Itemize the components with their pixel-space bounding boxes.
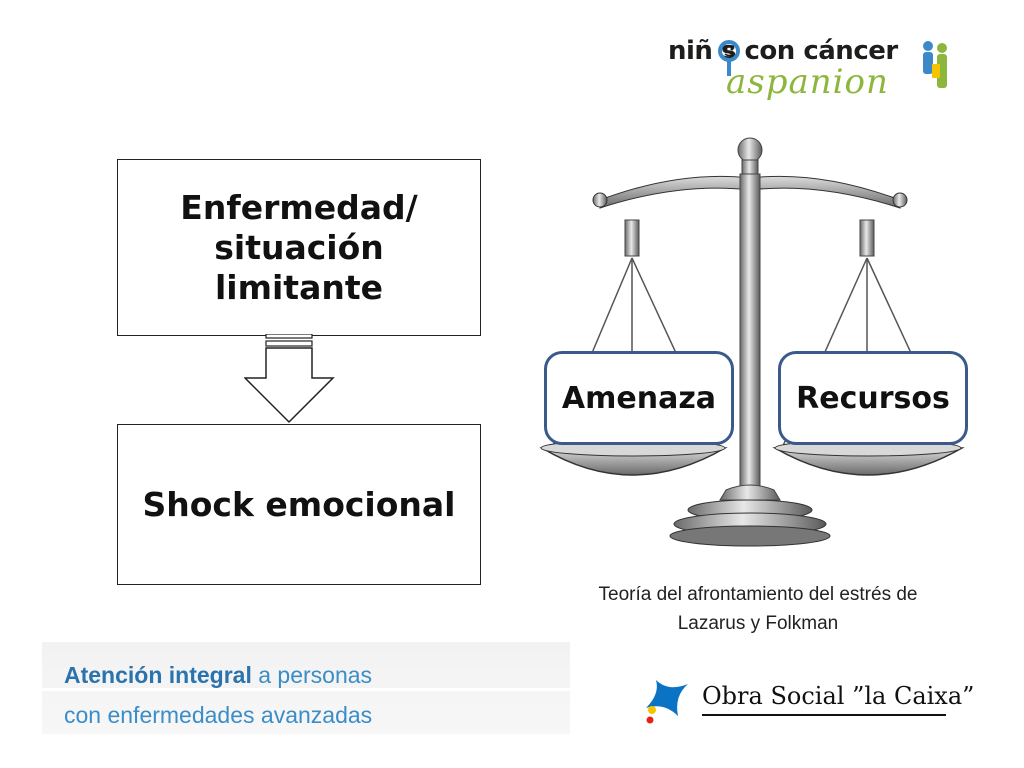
obra-social-la-caixa-logo: Obra Social ”la Caixa” bbox=[636, 676, 974, 726]
logo-line1: niñ s con cáncer bbox=[668, 36, 898, 66]
children-figures-icon bbox=[923, 41, 947, 88]
flow-box-shock: Shock emocional bbox=[117, 424, 481, 585]
caixa-star-icon bbox=[646, 680, 688, 724]
caption-line2: Lazarus y Folkman bbox=[677, 613, 839, 634]
resources-label-box: Recursos bbox=[778, 351, 968, 445]
flow-box-shock-label: Shock emocional bbox=[142, 485, 456, 524]
banner-rest-text: a personas bbox=[251, 662, 373, 688]
caixa-logo-text: Obra Social ”la Caixa” bbox=[702, 682, 975, 710]
integral-care-banner: Atención integral a personas con enferme… bbox=[42, 642, 570, 734]
down-arrow-icon bbox=[244, 334, 335, 424]
banner-separator bbox=[42, 688, 570, 691]
balance-scale-illustration bbox=[539, 137, 965, 547]
banner-line1: Atención integral a personas bbox=[64, 662, 372, 689]
flow-box-illness-label: Enfermedad/ situación limitante bbox=[180, 187, 418, 307]
threat-label-box: Amenaza bbox=[544, 351, 734, 445]
magnifier-icon bbox=[718, 40, 740, 76]
caption-line1: Teoría del afrontamiento del estrés de bbox=[598, 584, 918, 605]
flow-box-illness: Enfermedad/ situación limitante bbox=[117, 159, 481, 336]
banner-line2: con enfermedades avanzadas bbox=[64, 702, 373, 728]
resources-label: Recursos bbox=[796, 380, 950, 416]
caixa-logo-underline bbox=[702, 714, 946, 716]
logo-line2: aspanion bbox=[726, 62, 889, 102]
scale-caption: Teoría del afrontamiento del estrés de L… bbox=[548, 580, 968, 638]
threat-label: Amenaza bbox=[561, 380, 717, 416]
ninos-con-cancer-logo: niñ s con cáncer aspanion bbox=[666, 36, 956, 102]
banner-bold-text: Atención integral bbox=[64, 662, 252, 688]
